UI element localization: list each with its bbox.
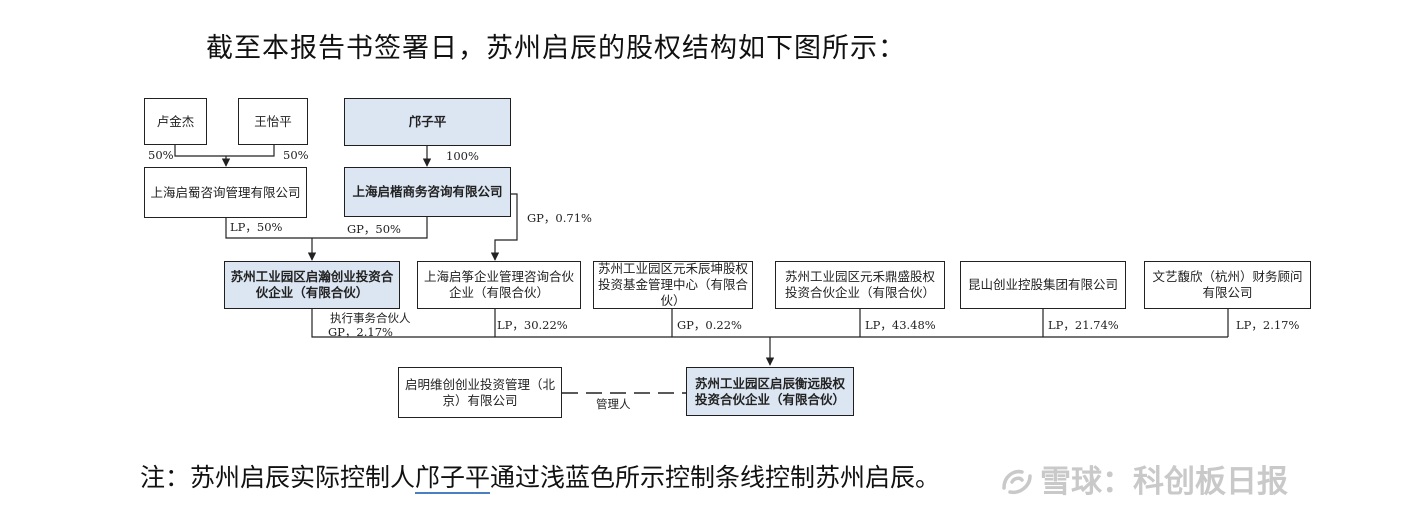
label-chenkun-gp: GP，0.22%: [677, 318, 742, 332]
node-shanghai-qizheng: 上海启筝企业管理咨询合伙企业（有限合伙）: [417, 261, 581, 309]
node-kuang-ziping: 邝子平: [344, 98, 511, 146]
label-kunshan-lp: LP，21.74%: [1048, 318, 1119, 332]
footnote-prefix: 注：苏州启辰实际控制人: [140, 463, 416, 492]
footnote-controller-name: 邝子平: [415, 463, 491, 494]
node-kunshan-venture: 昆山创业控股集团有限公司: [960, 261, 1126, 309]
watermark-text: 雪球：科创板日报: [1040, 464, 1288, 500]
watermark: 雪球：科创板日报: [1000, 456, 1288, 501]
node-shanghai-qikai: 上海启楷商务咨询有限公司: [344, 167, 511, 217]
label-lu-share: 50%: [148, 148, 174, 162]
footnote: 注：苏州启辰实际控制人邝子平通过浅蓝色所示控制条线控制苏州启辰。: [140, 458, 940, 494]
footnote-suffix: 通过浅蓝色所示控制条线控制苏州启辰。: [490, 463, 941, 492]
node-qiming-weichuang: 启明维创创业投资管理（北京）有限公司: [398, 367, 562, 418]
node-lu-jinjie: 卢金杰: [144, 98, 207, 145]
label-qikai-gp-qihan: GP，50%: [347, 222, 401, 236]
label-qihan-role: 执行事务合伙人: [330, 311, 411, 325]
label-qihan-gp: GP，2.17%: [328, 325, 393, 339]
node-suzhou-qihan: 苏州工业园区启瀚创业投资合伙企业（有限合伙）: [224, 261, 400, 309]
label-wenyi-lp: LP，2.17%: [1236, 318, 1300, 332]
label-qishu-lp: LP，50%: [230, 220, 283, 234]
page-heading: 截至本报告书签署日，苏州启辰的股权结构如下图所示：: [206, 33, 906, 64]
node-wenyi-fuxin: 文艺馥欣（杭州）财务顾问有限公司: [1144, 261, 1311, 309]
label-wang-share: 50%: [283, 148, 309, 162]
label-manager: 管理人: [596, 397, 631, 411]
node-suzhou-qichen: 苏州工业园区启辰衡远股权投资合伙企业（有限合伙）: [686, 367, 854, 416]
label-qizheng-lp: LP，30.22%: [497, 318, 568, 332]
label-qikai-gp-qizheng: GP，0.71%: [527, 211, 592, 225]
node-yuanhe-chenkun: 苏州工业园区元禾辰坤股权投资基金管理中心（有限合伙）: [593, 261, 753, 309]
node-yuanhe-dingsheng: 苏州工业园区元禾鼎盛股权投资合伙企业（有限合伙）: [775, 261, 945, 309]
label-dingsheng-lp: LP，43.48%: [865, 318, 936, 332]
node-wang-yiping: 王怡平: [238, 98, 308, 145]
node-shanghai-qishu: 上海启蜀咨询管理有限公司: [144, 167, 307, 218]
label-kuang-share: 100%: [446, 149, 479, 163]
snowball-logo-icon: [1000, 466, 1034, 496]
